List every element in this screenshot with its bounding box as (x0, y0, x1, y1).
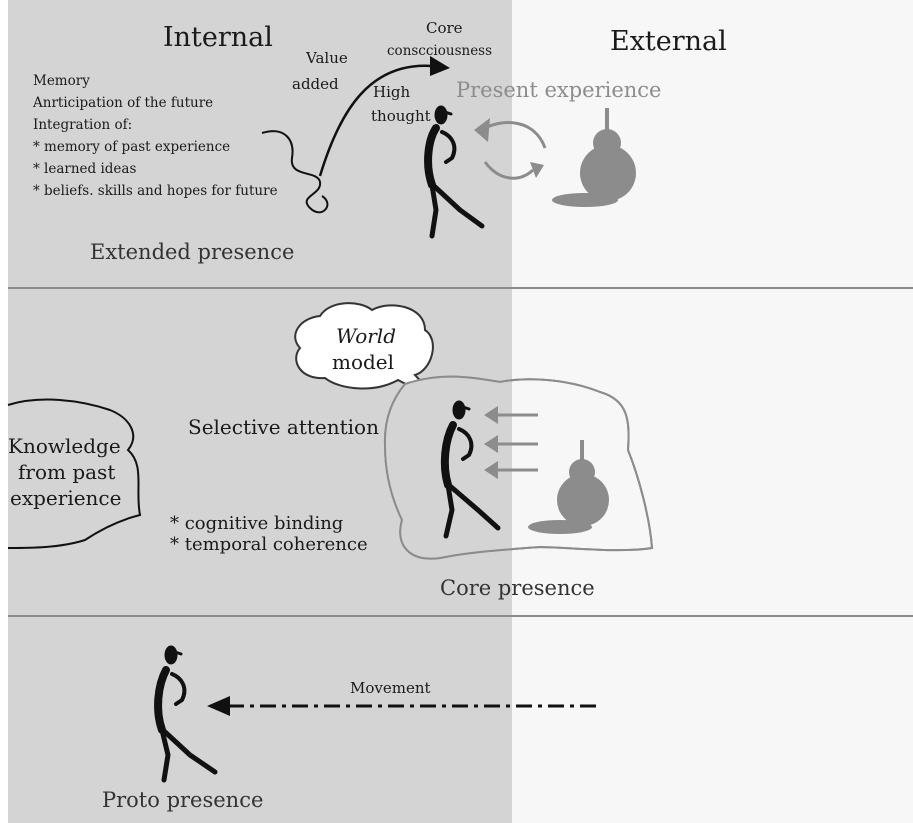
present-experience-label: Present experience (456, 78, 662, 102)
object-core (528, 440, 609, 534)
attention-arrows (484, 406, 538, 479)
list-item: * cognitive binding (170, 513, 344, 534)
present-arrowhead-top (474, 118, 490, 142)
present-arrow-top (484, 121, 547, 149)
divider-top (8, 287, 913, 289)
present-arrowhead-bottom (530, 162, 544, 178)
list-item: Anrticipation of the future (33, 95, 214, 111)
proto-presence-label: Proto presence (102, 788, 264, 812)
present-arrow-bottom (483, 161, 535, 180)
core-bullets: * cognitive binding * temporal coherence (170, 513, 368, 555)
value-added-line1: Value (306, 49, 348, 67)
high-thought-line2: thought (371, 107, 431, 125)
selective-attention-label: Selective attention (188, 415, 379, 439)
core-presence-label: Core presence (440, 576, 595, 600)
list-item: * memory of past experience (33, 139, 231, 155)
value-added-arrow-line (318, 64, 433, 177)
list-item: * beliefs. skills and hopes for future (33, 183, 278, 199)
knowledge-line3: experience (10, 486, 122, 510)
high-thought-line1: High (373, 83, 411, 101)
external-header: External (610, 26, 727, 57)
value-added-arrowhead (430, 56, 450, 76)
object-extended (552, 108, 636, 207)
value-added-line2: added (292, 75, 339, 93)
core-consciousness-line2: conscciousness (387, 43, 493, 59)
movement-label: Movement (350, 679, 431, 697)
stick-figure-core (440, 400, 501, 539)
external-panel (512, 0, 913, 823)
core-consciousness-line1: Core (426, 19, 463, 37)
extended-presence-label: Extended presence (90, 240, 295, 264)
world-model-line1: World (336, 324, 396, 348)
stick-figure-extended (424, 105, 485, 239)
world-model-bubble (294, 302, 441, 403)
extended-list: Memory Anrticipation of the future Integ… (33, 70, 278, 202)
stick-figure-proto (154, 645, 218, 783)
list-item: Memory (33, 73, 90, 89)
list-item: * learned ideas (33, 161, 137, 177)
knowledge-cloud (7, 398, 142, 549)
knowledge-line2: from past (18, 460, 116, 484)
divider-bottom (8, 615, 913, 617)
list-item: Integration of: (33, 117, 133, 133)
internal-header: Internal (163, 22, 273, 53)
value-added-curve (261, 130, 329, 214)
knowledge-line1: Knowledge (8, 434, 121, 458)
movement-arrowhead (207, 696, 230, 716)
world-model-line2: model (332, 350, 395, 374)
list-item: * temporal coherence (170, 533, 368, 555)
